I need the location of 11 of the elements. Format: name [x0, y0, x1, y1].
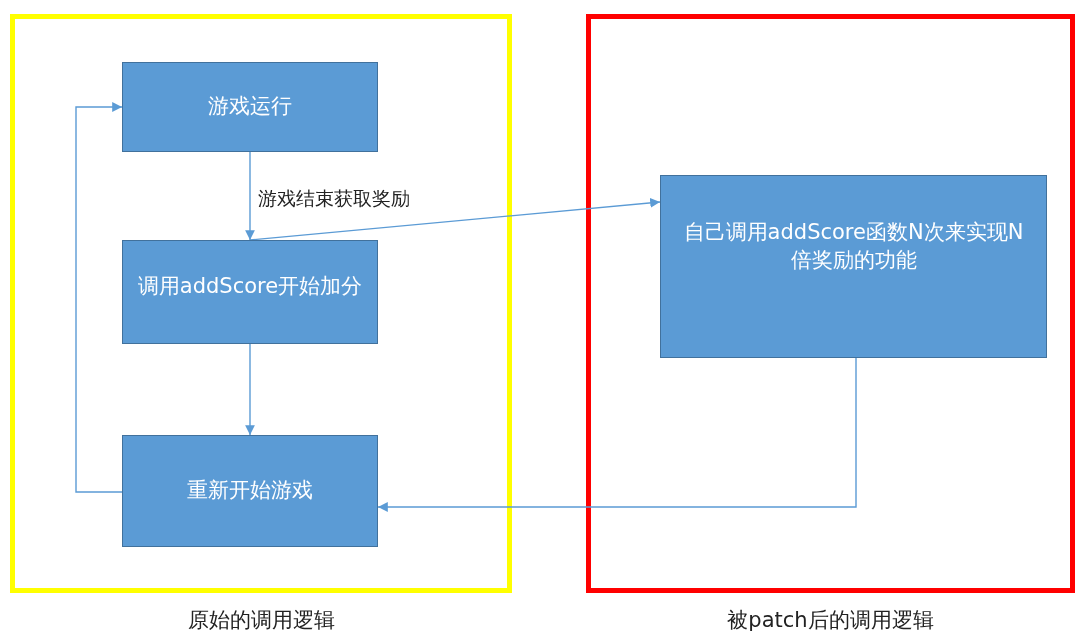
process-box: 调用addScore开始加分: [122, 240, 378, 344]
arrow: [249, 198, 661, 241]
process-box: 游戏运行: [122, 62, 378, 152]
group-caption: 被patch后的调用逻辑: [726, 607, 935, 634]
arrow: [377, 357, 857, 512]
process-box: 重新开始游戏: [122, 435, 378, 547]
arrow: [245, 151, 255, 241]
arrow: [75, 102, 123, 493]
group-caption: 原始的调用逻辑: [186, 607, 336, 634]
arrow: [245, 343, 255, 436]
process-box: 自己调用addScore函数N次来实现N倍奖励的功能: [660, 175, 1047, 358]
